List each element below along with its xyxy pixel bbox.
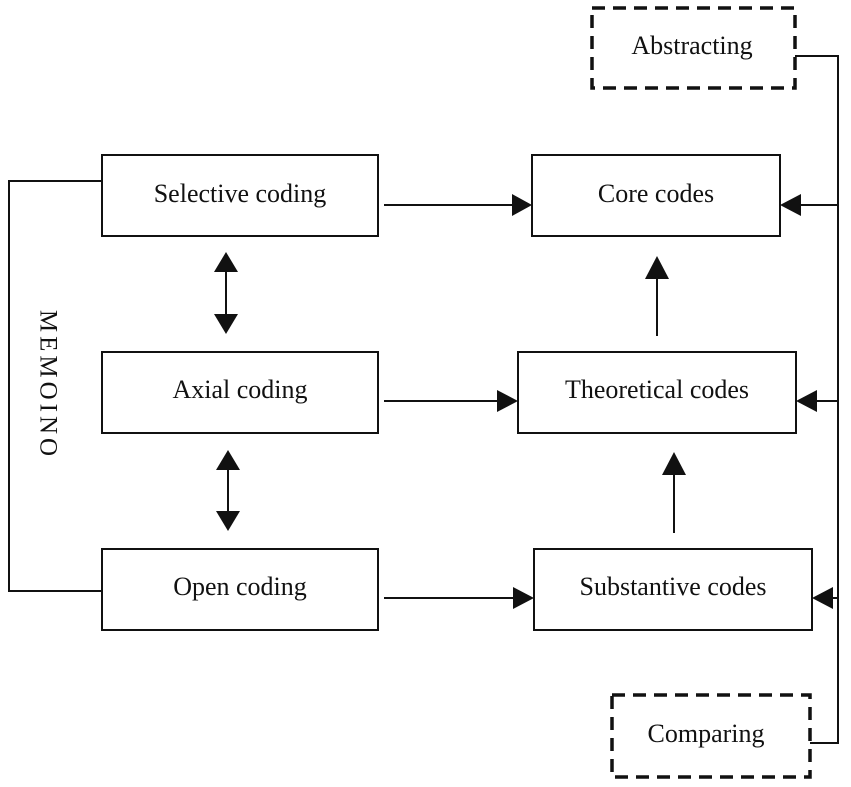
core-codes-box: Core codes (531, 154, 781, 237)
substantive-codes-label: Substantive codes (579, 572, 766, 601)
core-codes-label: Core codes (598, 179, 714, 208)
arrow-substantive-to-theoretical (662, 452, 686, 533)
theoretical-codes-box: Theoretical codes (517, 351, 797, 434)
comparing-box: Comparing (610, 693, 812, 779)
open-coding-box: Open coding (101, 548, 379, 631)
arrow-rail-to-substantive (812, 587, 838, 609)
double-arrow-selective-axial (214, 252, 238, 334)
abstracting-label: Abstracting (631, 31, 752, 60)
selective-coding-box: Selective coding (101, 154, 379, 237)
axial-coding-box: Axial coding (101, 351, 379, 434)
feedback-rail (795, 55, 839, 744)
memoing-bracket-line (8, 180, 101, 592)
memoing-label: MEMOINO (34, 310, 61, 460)
comparing-label: Comparing (648, 719, 765, 748)
theoretical-codes-label: Theoretical codes (565, 375, 749, 404)
arrow-open-to-substantive (384, 587, 534, 609)
substantive-codes-box: Substantive codes (533, 548, 813, 631)
open-coding-label: Open coding (173, 572, 307, 601)
selective-coding-label: Selective coding (154, 179, 327, 208)
arrow-rail-to-theoretical (796, 390, 838, 412)
abstracting-box: Abstracting (590, 6, 797, 90)
arrow-theoretical-to-core (645, 256, 669, 336)
arrow-selective-to-core (384, 194, 532, 216)
arrow-axial-to-theoretical (384, 390, 518, 412)
axial-coding-label: Axial coding (172, 375, 307, 404)
arrow-rail-to-core (780, 194, 838, 216)
double-arrow-axial-open (216, 450, 240, 531)
